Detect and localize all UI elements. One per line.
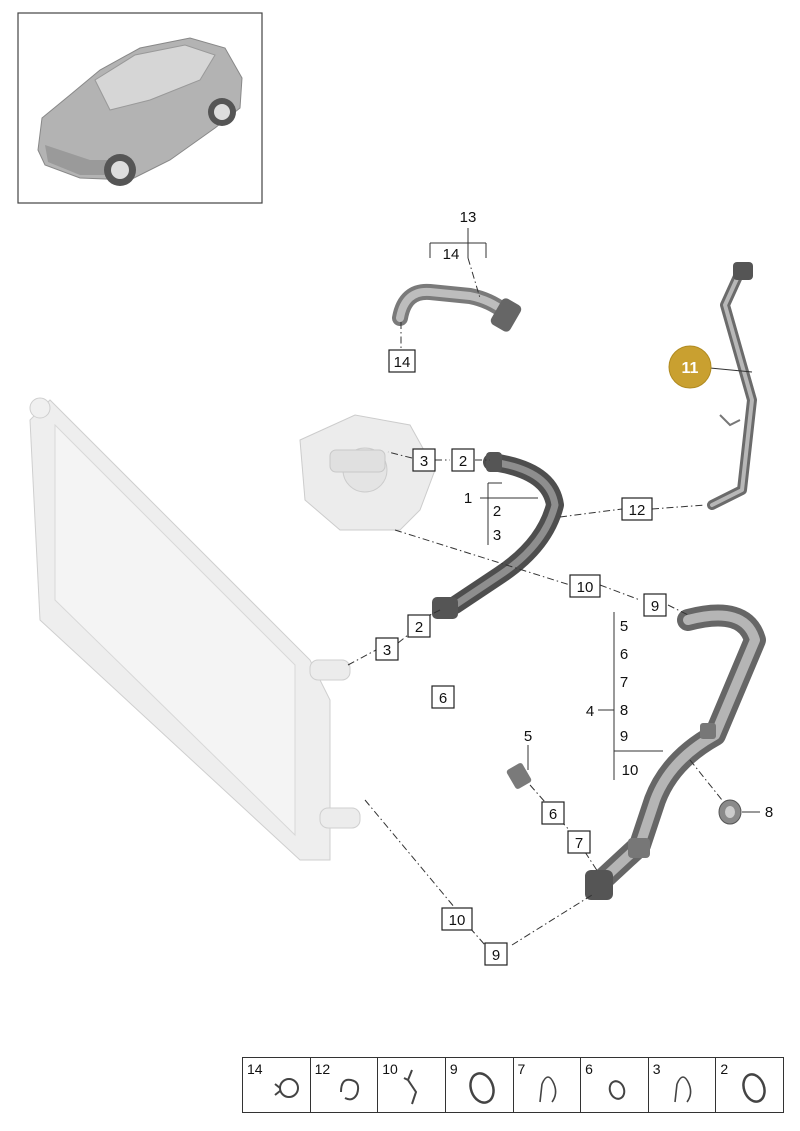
legend-cell: 14	[243, 1058, 311, 1112]
label-8-b: 8	[765, 804, 773, 821]
legend-number: 7	[517, 1061, 526, 1077]
clip-8	[718, 799, 742, 825]
label-2-b: 2	[493, 503, 501, 520]
box-3-c	[375, 637, 399, 661]
thermostat-housing	[299, 414, 436, 531]
leader-lines	[347, 228, 760, 946]
box-9-a	[643, 593, 667, 617]
label-9-c: 9	[492, 947, 500, 964]
label-3-a: 3	[420, 453, 428, 470]
vehicle-thumbnail	[17, 12, 263, 204]
label-7-b: 7	[575, 835, 583, 852]
label-2-a: 2	[459, 453, 467, 470]
box-12	[621, 497, 653, 521]
radiator	[29, 397, 361, 861]
highlight-marker-11	[668, 345, 712, 389]
o-ring-icon	[742, 1073, 767, 1103]
label-8-a: 8	[620, 702, 628, 719]
wire-clip-icon	[673, 1076, 692, 1103]
legend-number: 9	[449, 1061, 458, 1077]
legend-cell: 12	[311, 1058, 379, 1112]
label-4: 4	[586, 703, 594, 720]
label-10-c: 10	[449, 912, 466, 929]
legend-cell: 7	[514, 1058, 582, 1112]
label-10-b: 10	[622, 762, 639, 779]
label-14-top: 14	[443, 246, 460, 263]
legend-number: 2	[720, 1061, 729, 1077]
hose-4	[585, 604, 766, 900]
label-9-a: 9	[651, 598, 659, 615]
temperature-sensor	[506, 763, 532, 789]
box-7-b	[567, 830, 591, 854]
label-14-box: 14	[394, 354, 411, 371]
small-o-ring-icon	[608, 1080, 626, 1100]
box-9-c	[484, 942, 508, 966]
small-parts-legend: 14 12 10 9 7 6 3 2	[242, 1057, 784, 1113]
legend-number: 3	[652, 1061, 661, 1077]
hose-11	[707, 262, 757, 510]
legend-number: 12	[314, 1061, 331, 1077]
legend-cell: 10	[378, 1058, 446, 1112]
box-6-c	[541, 801, 565, 825]
car-icon	[37, 37, 243, 186]
legend-cell: 3	[649, 1058, 717, 1112]
o-ring-icon	[469, 1072, 495, 1104]
spring-clip-icon	[339, 1078, 359, 1101]
label-5-a: 5	[620, 618, 628, 635]
hose-clip-icon	[274, 1078, 299, 1098]
label-13: 13	[460, 209, 477, 226]
label-3-b: 3	[493, 527, 501, 544]
wire-clip-icon	[538, 1076, 556, 1103]
label-11: 11	[682, 360, 699, 377]
box-14	[388, 349, 416, 373]
legend-number: 10	[382, 1061, 398, 1077]
label-2-c: 2	[415, 619, 423, 636]
hose-13	[392, 283, 522, 332]
box-2-c	[407, 614, 431, 638]
label-12: 12	[629, 502, 646, 519]
hose-1	[432, 452, 564, 619]
label-6-c: 6	[549, 806, 557, 823]
box-10-a	[569, 574, 601, 598]
legend-number: 6	[585, 1061, 593, 1077]
label-1: 1	[464, 490, 472, 507]
legend-number: 14	[247, 1061, 263, 1077]
label-5-b: 5	[524, 728, 532, 745]
legend-cell: 9	[446, 1058, 514, 1112]
legend-cell: 6	[581, 1058, 649, 1112]
box-3-a	[412, 448, 436, 472]
label-10-a: 10	[577, 579, 594, 596]
legend-cell: 2	[716, 1058, 783, 1112]
box-2-a	[451, 448, 475, 472]
box-6-a	[431, 685, 455, 709]
callouts: 13 14 14 11 3 2 1 2 3 12 10 9 2 3 6 4 5 …	[375, 209, 773, 966]
box-10-c	[441, 907, 473, 931]
retaining-clip-icon	[403, 1069, 418, 1105]
label-6-a: 6	[439, 690, 447, 707]
label-3-c: 3	[383, 642, 391, 659]
label-6-b: 6	[620, 646, 628, 663]
label-9-b: 9	[620, 728, 628, 745]
label-7-a: 7	[620, 674, 628, 691]
